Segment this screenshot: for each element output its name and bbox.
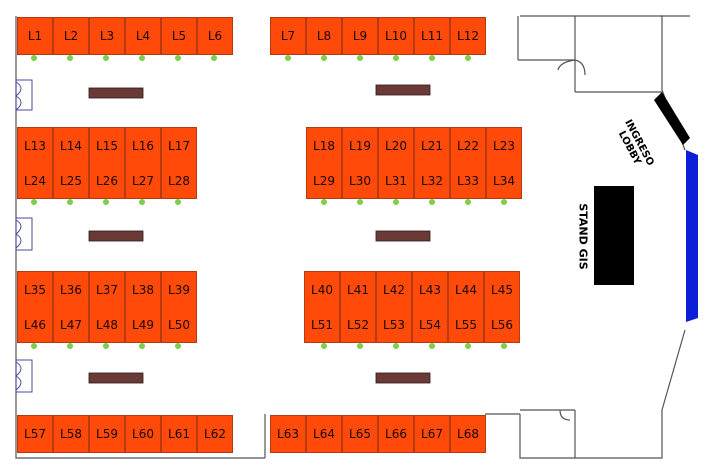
stall-l18[interactable]: L18 (306, 127, 342, 163)
stall-l9[interactable]: L9 (342, 17, 378, 55)
stall-l20[interactable]: L20 (378, 127, 414, 163)
stall-l58[interactable]: L58 (53, 415, 89, 453)
stall-l47[interactable]: L47 (53, 307, 89, 343)
stall-l65[interactable]: L65 (342, 415, 378, 453)
stall-l54[interactable]: L54 (412, 307, 448, 343)
stall-l39[interactable]: L39 (161, 271, 197, 307)
stall-l13[interactable]: L13 (17, 127, 53, 163)
stall-l21[interactable]: L21 (414, 127, 450, 163)
stall-l7[interactable]: L7 (270, 17, 306, 55)
stand-label: STAND GIS (576, 203, 590, 270)
stall-l52[interactable]: L52 (340, 307, 376, 343)
stall-l38[interactable]: L38 (125, 271, 161, 307)
stall-l63[interactable]: L63 (270, 415, 306, 453)
stand-gis-area (594, 186, 634, 285)
stall-l24[interactable]: L24 (17, 163, 53, 199)
stall-l6[interactable]: L6 (197, 17, 233, 55)
stall-l43[interactable]: L43 (412, 271, 448, 307)
stall-l27[interactable]: L27 (125, 163, 161, 199)
stall-l15[interactable]: L15 (89, 127, 125, 163)
stall-l55[interactable]: L55 (448, 307, 484, 343)
stall-l28[interactable]: L28 (161, 163, 197, 199)
stall-l11[interactable]: L11 (414, 17, 450, 55)
stall-l33[interactable]: L33 (450, 163, 486, 199)
stall-l34[interactable]: L34 (486, 163, 522, 199)
stall-l14[interactable]: L14 (53, 127, 89, 163)
stall-l36[interactable]: L36 (53, 271, 89, 307)
stall-l44[interactable]: L44 (448, 271, 484, 307)
stall-l40[interactable]: L40 (304, 271, 340, 307)
stall-l1[interactable]: L1 (17, 17, 53, 55)
stall-l46[interactable]: L46 (17, 307, 53, 343)
stall-l16[interactable]: L16 (125, 127, 161, 163)
stall-l64[interactable]: L64 (306, 415, 342, 453)
stall-l19[interactable]: L19 (342, 127, 378, 163)
stall-l62[interactable]: L62 (197, 415, 233, 453)
stall-l49[interactable]: L49 (125, 307, 161, 343)
stall-l32[interactable]: L32 (414, 163, 450, 199)
stall-l66[interactable]: L66 (378, 415, 414, 453)
stall-l5[interactable]: L5 (161, 17, 197, 55)
stall-l45[interactable]: L45 (484, 271, 520, 307)
stall-l25[interactable]: L25 (53, 163, 89, 199)
stall-l53[interactable]: L53 (376, 307, 412, 343)
stall-l3[interactable]: L3 (89, 17, 125, 55)
stall-l57[interactable]: L57 (17, 415, 53, 453)
stall-l2[interactable]: L2 (53, 17, 89, 55)
stall-l35[interactable]: L35 (17, 271, 53, 307)
stall-l22[interactable]: L22 (450, 127, 486, 163)
stall-l56[interactable]: L56 (484, 307, 520, 343)
stall-l23[interactable]: L23 (486, 127, 522, 163)
stall-l50[interactable]: L50 (161, 307, 197, 343)
stall-l30[interactable]: L30 (342, 163, 378, 199)
stall-l12[interactable]: L12 (450, 17, 486, 55)
stall-l26[interactable]: L26 (89, 163, 125, 199)
stall-l51[interactable]: L51 (304, 307, 340, 343)
stall-l4[interactable]: L4 (125, 17, 161, 55)
stall-l48[interactable]: L48 (89, 307, 125, 343)
stall-l59[interactable]: L59 (89, 415, 125, 453)
stall-l10[interactable]: L10 (378, 17, 414, 55)
stall-l61[interactable]: L61 (161, 415, 197, 453)
stall-l31[interactable]: L31 (378, 163, 414, 199)
stall-l42[interactable]: L42 (376, 271, 412, 307)
stall-l41[interactable]: L41 (340, 271, 376, 307)
stall-l8[interactable]: L8 (306, 17, 342, 55)
stall-l29[interactable]: L29 (306, 163, 342, 199)
stall-l68[interactable]: L68 (450, 415, 486, 453)
stall-l17[interactable]: L17 (161, 127, 197, 163)
stall-l37[interactable]: L37 (89, 271, 125, 307)
stall-l60[interactable]: L60 (125, 415, 161, 453)
stall-l67[interactable]: L67 (414, 415, 450, 453)
